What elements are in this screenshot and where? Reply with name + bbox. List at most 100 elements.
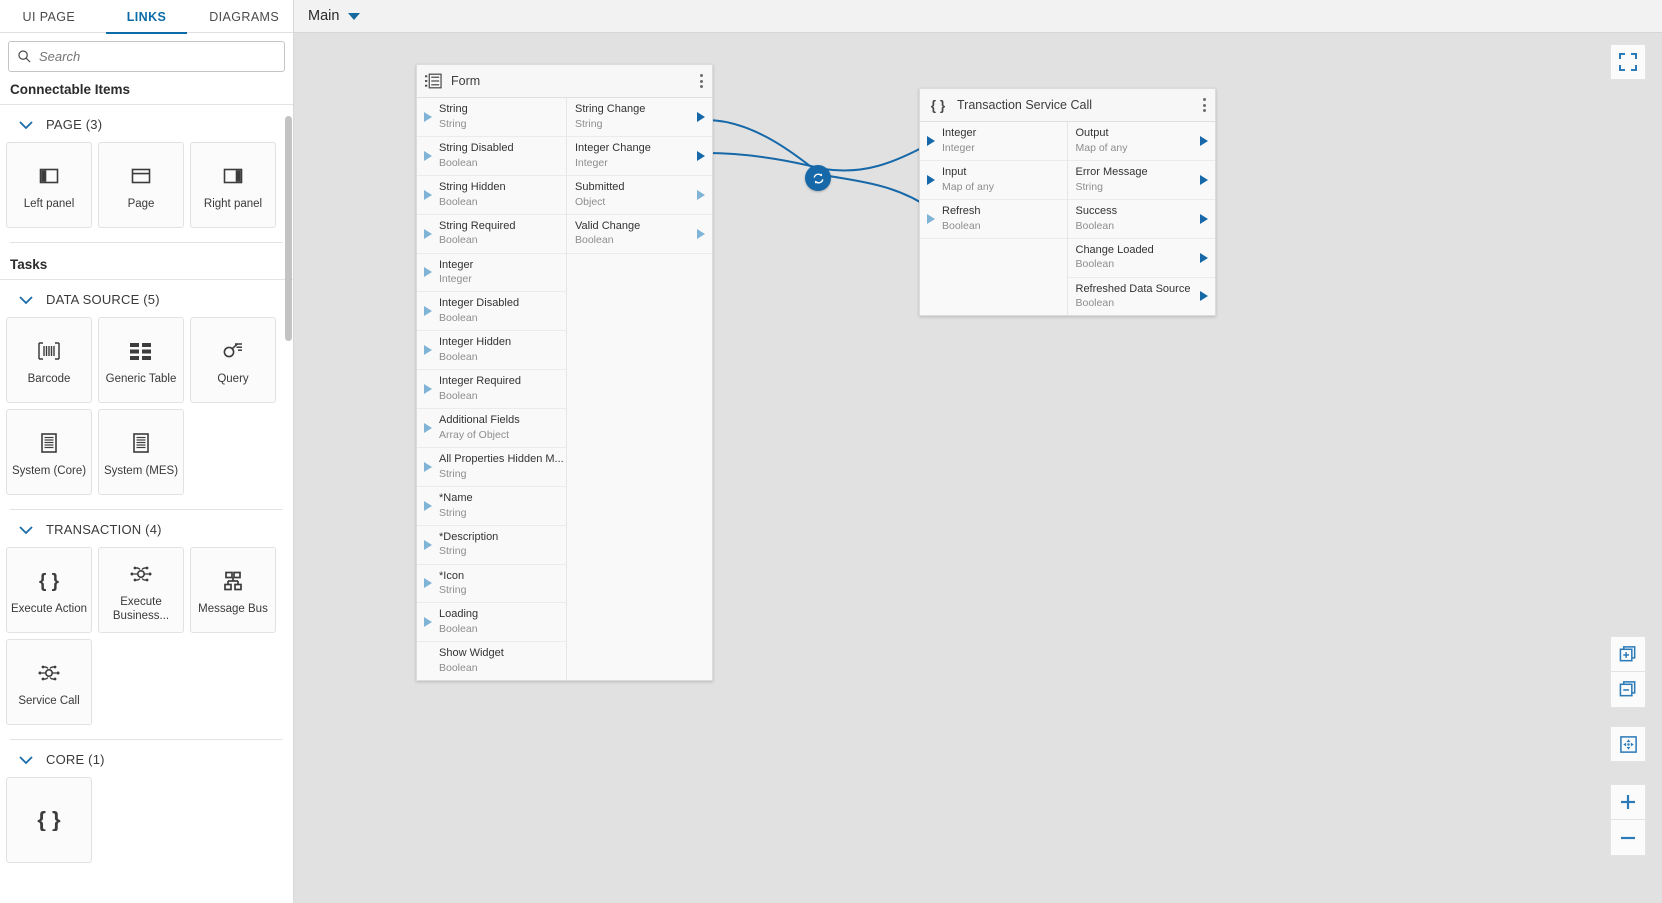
tile-generic-table[interactable]: Generic Table xyxy=(98,317,184,403)
port-triangle-icon xyxy=(424,656,432,666)
port-triangle-icon xyxy=(424,617,432,628)
chevron-down-icon xyxy=(18,525,34,535)
tile-system-core[interactable]: System (Core) xyxy=(6,409,92,495)
caret-down-icon[interactable] xyxy=(348,12,361,20)
node-header-transaction[interactable]: { } Transaction Service Call xyxy=(920,89,1215,122)
group-header-data-source[interactable]: DATA SOURCE (5) xyxy=(0,280,293,317)
chevron-down-icon xyxy=(18,295,34,305)
group-header-transaction[interactable]: TRANSACTION (4) xyxy=(0,510,293,547)
port-type: Boolean xyxy=(439,312,478,325)
tab-ui-page[interactable]: UI PAGE xyxy=(0,0,98,33)
tile-right-panel[interactable]: Right panel xyxy=(190,142,276,228)
port-type: Boolean xyxy=(439,351,478,363)
tile-service-call[interactable]: Service Call xyxy=(6,639,92,725)
left-panel-icon xyxy=(37,159,61,193)
port-type: String xyxy=(439,467,467,480)
search-input[interactable] xyxy=(39,49,276,64)
sync-icon xyxy=(813,172,823,184)
tile-page[interactable]: Page xyxy=(98,142,184,228)
chevron-down-icon xyxy=(18,755,34,765)
port-triangle-icon xyxy=(1200,213,1208,224)
port-name: Success xyxy=(1075,204,1118,217)
tile-label: Execute Business... xyxy=(112,596,170,622)
search-box[interactable] xyxy=(8,41,285,72)
group-label: TRANSACTION (4) xyxy=(46,522,162,537)
node-menu-button[interactable] xyxy=(1200,95,1209,115)
tile-label: Left panel xyxy=(23,197,75,210)
form-icon xyxy=(425,73,442,89)
group-header-core[interactable]: CORE (1) xyxy=(0,740,293,777)
port-name: Submitted xyxy=(575,180,625,193)
port-name: Refresh xyxy=(942,204,981,217)
sidebar-scrollbar-thumb[interactable] xyxy=(285,116,292,341)
port-type: Boolean xyxy=(439,195,478,208)
tile-message-bus[interactable]: Message Bus xyxy=(190,547,276,633)
tab-links[interactable]: LINKS xyxy=(98,0,196,34)
node-header-form[interactable]: Form xyxy=(417,65,712,98)
fullscreen-button[interactable] xyxy=(1610,44,1646,80)
tile-execute-business[interactable]: Execute Business... xyxy=(98,547,184,633)
port-type: Boolean xyxy=(942,219,981,232)
tile-query[interactable]: Query xyxy=(190,317,276,403)
group-header-page[interactable]: PAGE (3) xyxy=(0,105,293,142)
fit-screen-button[interactable] xyxy=(1610,726,1646,762)
port-triangle-icon xyxy=(1200,252,1208,263)
port-triangle-icon xyxy=(424,500,432,511)
connectable-items-title: Connectable Items xyxy=(0,76,293,105)
port-type: Boolean xyxy=(439,234,478,247)
page-icon xyxy=(129,159,153,193)
port-type: Boolean xyxy=(439,389,478,402)
port-all-properties-hidden[interactable]: All Properties Hidden M...String xyxy=(417,447,566,487)
sidebar-scrollbar[interactable] xyxy=(285,116,292,900)
port-triangle-icon xyxy=(1200,135,1208,146)
port-name: Error Message xyxy=(1075,165,1148,178)
port-triangle-icon xyxy=(424,345,432,356)
tile-barcode[interactable]: Barcode xyxy=(6,317,92,403)
divider xyxy=(10,739,283,740)
tile-left-panel[interactable]: Left panel xyxy=(6,142,92,228)
zoom-out-button[interactable] xyxy=(1610,820,1646,856)
tile-execute-action[interactable]: { } Execute Action xyxy=(6,547,92,633)
tile-system-mes[interactable]: System (MES) xyxy=(98,409,184,495)
link-sync-badge[interactable] xyxy=(805,165,831,191)
zoom-in-button[interactable] xyxy=(1610,784,1646,820)
tile-core-item[interactable]: { } xyxy=(6,777,92,863)
document-icon xyxy=(130,426,152,460)
node-menu-button[interactable] xyxy=(697,71,706,91)
remove-panel-button[interactable] xyxy=(1610,672,1646,708)
port-name: Integer Hidden xyxy=(439,336,512,349)
add-panel-button[interactable] xyxy=(1610,636,1646,672)
tab-diagrams[interactable]: DIAGRAMS xyxy=(195,0,293,33)
port-name: Integer xyxy=(942,127,977,139)
